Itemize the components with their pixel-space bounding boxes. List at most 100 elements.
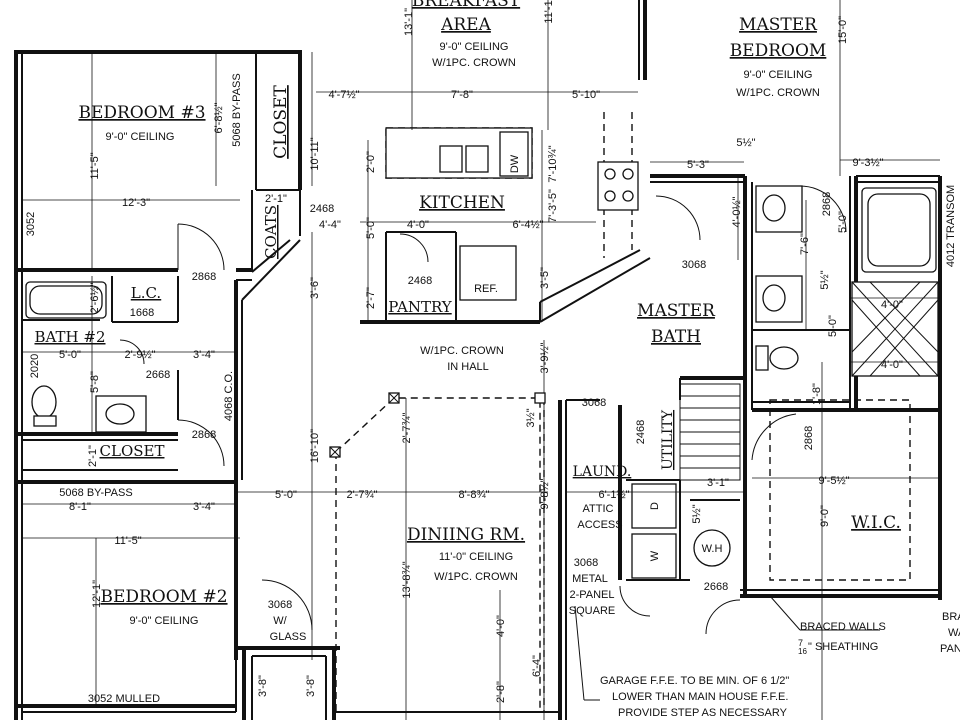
master-bedroom-label-2: BEDROOM xyxy=(730,41,827,61)
braced-walls-den: 16 xyxy=(798,647,807,656)
dim-4-0-shower-top: 4'-0" xyxy=(881,299,903,311)
breakfast-ceiling: 9'-0" CEILING xyxy=(440,41,509,53)
window-3052-mulled: 3052 MULLED xyxy=(88,693,160,705)
door-3068-metal: 3068 xyxy=(574,557,598,569)
dim-2-1: 2'-1" xyxy=(265,193,287,205)
vdim-7-6: 7'-6" xyxy=(799,233,811,255)
closet-b2-label: CLOSET xyxy=(100,442,165,460)
dim-6-1: 6'-1½" xyxy=(598,489,629,501)
door-glass-w: W/ xyxy=(273,615,287,627)
edge-note-2: WA xyxy=(948,627,960,639)
dining-crown: W/1PC. CROWN xyxy=(434,571,518,583)
dim-4-4: 4'-4" xyxy=(319,219,341,231)
dim-6-4: 6'-4½" xyxy=(512,219,543,231)
master-bath-label-1: MASTER xyxy=(637,301,716,321)
breakfast-crown: W/1PC. CROWN xyxy=(432,57,516,69)
vdim-5-0m: 5'-0" xyxy=(827,315,839,337)
vdim-4-0: 4'-0½" xyxy=(731,196,743,227)
vdim-16-10: 16'-10" xyxy=(309,429,321,463)
dim-4-0-kitchen: 4'-0" xyxy=(407,219,429,231)
vdim-10-11: 10'-11" xyxy=(309,137,321,170)
vdim-5-half: 5½" xyxy=(819,270,831,289)
bedroom2-label: BEDROOM #2 xyxy=(100,587,227,607)
attic-label-1: ATTIC xyxy=(583,503,614,515)
vdim-2-0: 2'-0" xyxy=(365,151,377,173)
edge-note-3: PAN xyxy=(940,643,960,655)
vdim-6-4: 6'-4" xyxy=(531,655,543,677)
dim-3-1: 3'-1" xyxy=(707,477,729,489)
door-1668: 1668 xyxy=(130,307,154,319)
utility-label: UTILITY xyxy=(660,409,676,470)
vdim-2-7q: 2'-7¾" xyxy=(401,412,413,443)
dining-label: DINIING RM. xyxy=(407,525,525,545)
dim-8-8-q: 8'-8¾" xyxy=(458,489,489,501)
kitchen-label: KITCHEN xyxy=(419,193,505,213)
vdim-3-half: 3½" xyxy=(525,408,537,427)
vdim-12-1: 12'-1" xyxy=(91,580,103,608)
garage-note-3: PROVIDE STEP AS NECESSARY xyxy=(618,707,788,719)
vdim-7-10: 7'-10¾" xyxy=(547,145,559,182)
door-2668-bath2: 2668 xyxy=(146,369,170,381)
dim-4-0-shower-bottom: 4'-0" xyxy=(881,359,903,371)
vdim-9-0: 9'-0" xyxy=(819,505,831,527)
window-3052-left: 3052 xyxy=(25,212,37,236)
bedroom2-ceiling: 9'-0" CEILING xyxy=(130,615,199,627)
hall-note-1: W/1PC. CROWN xyxy=(420,345,504,357)
dim-11-5: 11'-5" xyxy=(114,535,141,547)
vdim-9-8: 9'-8½" xyxy=(539,478,551,509)
vdim-3-9: 3'-9½" xyxy=(539,342,551,373)
vdim-2-1: 2'-1" xyxy=(87,445,99,467)
master-crown: W/1PC. CROWN xyxy=(736,87,820,99)
closet-b3-label: CLOSET xyxy=(271,85,291,159)
dim-5-0b: 5'-0" xyxy=(275,489,297,501)
dim-9-5: 9'-5½" xyxy=(818,475,849,487)
door-square: SQUARE xyxy=(569,605,615,617)
dim-5-10: 5'-10" xyxy=(572,89,600,101)
vdim-3-8a: 3'-8" xyxy=(257,675,269,697)
vdim-6-8: 6'-8½" xyxy=(213,102,225,133)
braced-walls-note-1: BRACED WALLS xyxy=(800,621,886,633)
door-metal: METAL xyxy=(572,573,608,585)
dim-8-1: 8'-1" xyxy=(69,501,91,513)
edge-note-1: BRA xyxy=(942,611,960,623)
dim-5-0: 5'-0" xyxy=(59,349,81,361)
dim-5-3: 5'-3" xyxy=(687,159,709,171)
door-3068-dining: 3068 xyxy=(582,397,606,409)
garage-note-1: GARAGE F.F.E. TO BE MIN. OF 6 1/2" xyxy=(600,675,789,687)
bedroom3-ceiling: 9'-0" CEILING xyxy=(106,131,175,143)
dim-3-4b: 3'-4" xyxy=(193,501,215,513)
dim-12-3: 12'-3" xyxy=(122,197,150,209)
door-labels: 5068 BY-PASS 3052 2468 2868 2468 1668 26… xyxy=(25,73,957,705)
room-labels: BREAKFAST AREA 9'-0" CEILING W/1PC. CROW… xyxy=(34,0,900,627)
door-2668-laund: 2668 xyxy=(704,581,728,593)
vdim-13-1: 13'-1" xyxy=(403,8,415,36)
door-swings xyxy=(119,185,847,635)
door-3068-mbath: 3068 xyxy=(682,259,706,271)
dim-3-4: 3'-4" xyxy=(193,349,215,361)
bedroom3-label: BEDROOM #3 xyxy=(78,103,205,123)
vdim-11-5: 11'-5" xyxy=(89,152,101,179)
dim-2-7-q: 2'-7¾" xyxy=(346,489,377,501)
door-2868-hall: 2868 xyxy=(192,429,216,441)
door-2868-b3: 2868 xyxy=(192,271,216,283)
window-4012-transom: 4012 TRANSOM xyxy=(945,185,957,267)
water-heater-label: W.H xyxy=(702,543,723,555)
door-2panel: 2-PANEL xyxy=(569,589,614,601)
dim-5-half: 5½" xyxy=(736,137,755,149)
vdim-13-8: 13'-8¾" xyxy=(401,561,413,598)
washer-label: W xyxy=(649,550,661,561)
vdim-1-8: 1'-8" xyxy=(811,383,823,405)
vdim-2-8: 2'-8" xyxy=(495,681,507,703)
area-label: AREA xyxy=(440,15,491,35)
laund-label: LAUND. xyxy=(573,464,632,480)
kitchen-fixtures xyxy=(385,127,639,301)
walls xyxy=(14,0,942,720)
vdim-15-0: 15'-0" xyxy=(837,16,849,44)
vertical-dims: 13'-1" 11'-1" 15'-0" 6'-8½" 10'-11" 11'-… xyxy=(87,0,849,703)
vdim-5-0c: 5'-0" xyxy=(837,211,849,233)
door-2868-mbath: 2868 xyxy=(803,426,815,450)
braced-walls-num: 7 xyxy=(798,638,803,648)
vdim-2-6: 2'-6½" xyxy=(89,282,101,313)
door-3068-glass: 3068 xyxy=(268,599,292,611)
